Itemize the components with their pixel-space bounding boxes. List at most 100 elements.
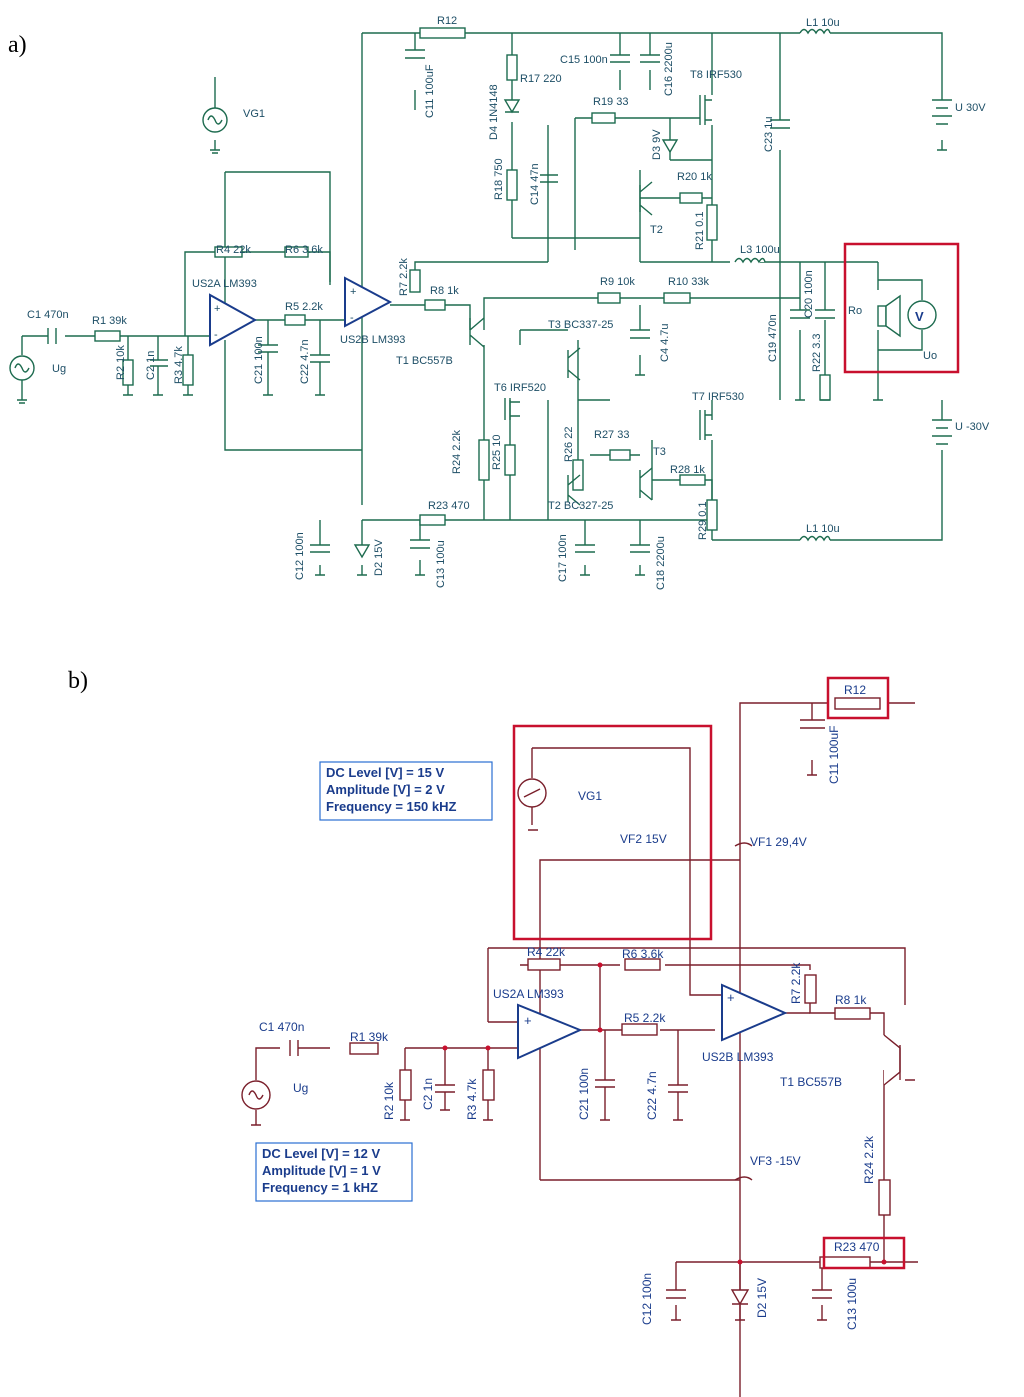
component-label: C1 470n <box>27 309 69 321</box>
component-label: T2 <box>650 224 663 236</box>
info-line: Frequency = 1 kHZ <box>262 1180 378 1195</box>
component-label: VG1 <box>243 108 265 120</box>
component-label: D2 15V <box>755 1278 769 1318</box>
component-label: Ug <box>52 363 66 375</box>
svg-text:+: + <box>727 990 735 1005</box>
component-label: T7 IRF530 <box>692 391 744 403</box>
component-label: L3 100u <box>740 244 780 256</box>
component-label: R27 33 <box>594 429 629 441</box>
component-label: L1 10u <box>806 523 840 535</box>
component-label: R18 750 <box>493 158 505 200</box>
component-label: R21 0.1 <box>694 211 706 250</box>
signal-info-box-vg1: DC Level [V] = 15 V Amplitude [V] = 2 V … <box>319 761 493 821</box>
component-label: R20 1k <box>677 171 712 183</box>
component-label: R6 3.6k <box>622 947 664 961</box>
component-label: R25 10 <box>491 435 503 470</box>
component-label: C4 4.7u <box>659 323 671 362</box>
component-label: C19 470n <box>767 314 779 362</box>
panel-label-a: a) <box>8 32 27 58</box>
component-label: R10 33k <box>668 276 709 288</box>
component-label: Ug <box>293 1081 308 1095</box>
r12-highlight-box <box>826 676 890 720</box>
component-label: C23 1u <box>763 117 775 152</box>
component-label: C18 2200u <box>655 536 667 590</box>
component-label: R7 2.2k <box>398 258 410 296</box>
component-label: C22 4.7n <box>299 339 311 384</box>
info-line: DC Level [V] = 12 V <box>262 1146 380 1161</box>
component-label: C14 47n <box>529 163 541 205</box>
output-highlight-box <box>843 242 960 374</box>
component-label: C12 100n <box>294 532 306 580</box>
component-label: R22 3.3 <box>811 333 823 372</box>
component-label: C2 1n <box>421 1078 435 1110</box>
component-label: R3 4.7k <box>173 346 185 384</box>
component-label: R6 3.6k <box>285 244 323 256</box>
svg-text:V: V <box>915 309 924 324</box>
component-label: C16 2200u <box>663 42 675 96</box>
component-label: R8 1k <box>835 993 867 1007</box>
component-label: T3 BC337-25 <box>548 319 613 331</box>
component-label: R26 22 <box>563 427 575 462</box>
panel-b-components: + + <box>241 697 901 1321</box>
panel-a-wires <box>21 32 943 575</box>
component-label: C11 100uF <box>424 64 436 118</box>
svg-text:+: + <box>350 286 356 298</box>
panel-a-components: +- +- V <box>9 27 952 576</box>
component-label: R1 39k <box>92 315 127 327</box>
panel-a-vertical-labels: C11 100uF C16 2200u D4 1N4148 D3 9V C23 1u R1… <box>115 42 823 590</box>
component-label: R2 10k <box>382 1081 396 1120</box>
component-label: C20 100n <box>803 270 815 318</box>
component-label: R12 <box>437 15 457 27</box>
component-label: C1 470n <box>259 1020 304 1034</box>
component-label: D4 1N4148 <box>488 84 500 140</box>
component-label: T8 IRF530 <box>690 69 742 81</box>
component-label: D2 15V <box>373 539 385 576</box>
svg-text:+: + <box>524 1013 532 1028</box>
component-label: R7 2.2k <box>789 962 803 1004</box>
component-label: C22 4.7n <box>645 1071 659 1120</box>
component-label: T3 <box>653 446 666 458</box>
component-label: T2 BC327-25 <box>548 500 613 512</box>
component-label: R3 4.7k <box>465 1078 479 1120</box>
component-label: R24 2.2k <box>862 1135 876 1184</box>
component-label: R5 2.2k <box>285 301 323 313</box>
component-label: C15 100n <box>560 54 608 66</box>
component-label: C17 100n <box>557 534 569 582</box>
component-label: R8 1k <box>430 285 459 297</box>
component-label: Uo <box>923 350 937 362</box>
component-label: R23 470 <box>428 500 470 512</box>
component-label: US2A LM393 <box>192 278 257 290</box>
component-label: T6 IRF520 <box>494 382 546 394</box>
svg-text:-: - <box>214 329 218 341</box>
component-label: D3 9V <box>651 129 663 160</box>
info-line: DC Level [V] = 15 V <box>326 765 444 780</box>
svg-text:+: + <box>214 303 220 315</box>
component-label: VG1 <box>578 789 602 803</box>
component-label: R2 10k <box>115 345 127 380</box>
component-label: C11 100uF <box>827 726 841 784</box>
component-label: R12 <box>844 683 866 697</box>
component-label: R23 470 <box>834 1240 880 1254</box>
component-label: C21 100n <box>253 336 265 384</box>
component-label: R4 22k <box>216 244 251 256</box>
info-line: Amplitude [V] = 2 V <box>326 782 445 797</box>
component-label: C12 100n <box>640 1273 654 1325</box>
component-label: C13 100u <box>845 1278 859 1330</box>
component-label: US2A LM393 <box>493 987 564 1001</box>
component-label: C13 100u <box>435 540 447 588</box>
component-label: VF3 -15V <box>750 1154 801 1168</box>
component-label: R9 10k <box>600 276 635 288</box>
component-label: US2B LM393 <box>702 1050 774 1064</box>
component-label: US2B LM393 <box>340 334 405 346</box>
component-label: R5 2.2k <box>624 1011 666 1025</box>
component-label: T1 BC557B <box>396 355 453 367</box>
component-label: R24 2.2k <box>451 429 463 474</box>
component-label: C2 1n <box>145 351 157 380</box>
component-label: U 30V <box>955 102 986 114</box>
panel-label-b: b) <box>68 668 88 694</box>
